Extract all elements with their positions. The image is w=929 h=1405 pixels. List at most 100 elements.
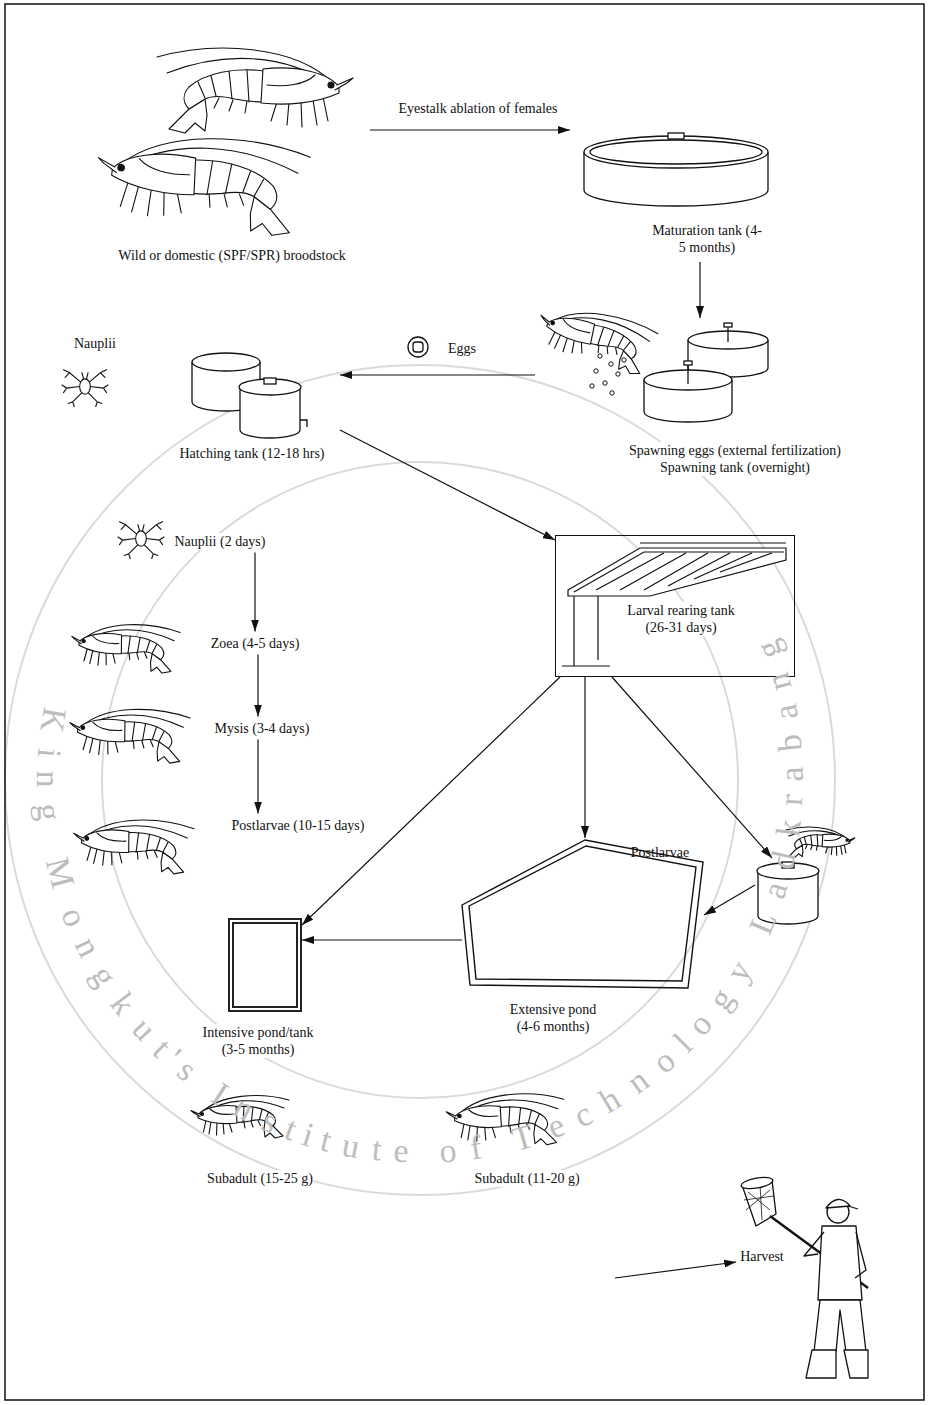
watermark-letter: y xyxy=(720,955,758,987)
pond-outline xyxy=(462,838,704,990)
watermark-letter: h xyxy=(594,1081,626,1119)
caption-text: Maturation tank (4-5 months) xyxy=(651,222,763,256)
watermark-letter: n xyxy=(31,770,65,787)
watermark-letter: n xyxy=(621,1063,655,1101)
broodstock-shrimp xyxy=(92,48,353,238)
caption-text: Spawning eggs (external fertilization) xyxy=(629,442,841,459)
edge-label-holder: Eyestalk ablation of females xyxy=(397,100,560,117)
watermark-letter xyxy=(35,830,70,844)
watermark-letter: a xyxy=(757,878,794,903)
connectors xyxy=(255,130,772,1278)
watermark-letter: g xyxy=(702,982,740,1016)
watermark-letter: e xyxy=(543,1108,569,1145)
text-group: Intensive pond/tank (3-5 months) xyxy=(196,1024,320,1058)
stage-text: Harvest xyxy=(740,1248,784,1265)
flow-arrow xyxy=(704,885,755,915)
harvester-figure xyxy=(740,1175,868,1378)
watermark-letter: a xyxy=(775,766,809,782)
watermark-letter: n xyxy=(760,669,797,694)
watermark-letter xyxy=(419,1135,428,1169)
stage-label-holder: Nauplii xyxy=(72,335,118,352)
flow-arrow xyxy=(340,374,535,375)
watermark-letter: n xyxy=(69,932,107,962)
watermark-letter: g xyxy=(85,960,123,992)
watermark-letter: e xyxy=(392,1134,409,1169)
edge-label: Eggs xyxy=(446,340,478,357)
watermark-letter xyxy=(487,1127,502,1162)
stage-label: Zoea (4-5 days) xyxy=(208,632,303,655)
watermark-letter: k xyxy=(771,817,807,838)
flow-arrow xyxy=(257,740,258,814)
watermark-letter: i xyxy=(299,1117,318,1152)
text-group: Nauplii (2 days) xyxy=(174,533,265,550)
flow-arrow xyxy=(370,129,570,130)
watermark-letter: o xyxy=(55,903,93,931)
caption-text: Extensive pond (4-6 months) xyxy=(503,1001,603,1035)
maturation-tank: Maturation tank (4-5 months) xyxy=(570,118,790,262)
watermark-letter: l xyxy=(667,1028,698,1059)
text-group: Wild or domestic (SPF/SPR) broodstock xyxy=(118,247,345,264)
watermark-letter: n xyxy=(228,1089,259,1127)
flow-arrow xyxy=(302,939,462,940)
hatching-tank: Hatching tank (12-18 hrs) xyxy=(168,338,340,468)
text-group: Zoea (4-5 days) xyxy=(211,635,300,652)
flow-arrow xyxy=(254,553,255,632)
watermark-letter: o xyxy=(646,1042,681,1079)
watermark-letter: M xyxy=(40,854,80,892)
hatching-tank-drawing xyxy=(192,353,307,438)
stage-label: Postlarvae (10-15 days) xyxy=(229,814,368,837)
stage-label: Nauplii xyxy=(72,335,118,352)
egg-icon xyxy=(408,337,428,357)
watermark-letter: c xyxy=(568,1096,596,1133)
edge-label: Eyestalk ablation of females xyxy=(397,100,560,117)
watermark-letter: o xyxy=(682,1007,719,1042)
watermark-letter: k xyxy=(104,987,141,1021)
watermark-letter: I xyxy=(206,1076,234,1111)
stage-label: Mysis (3-4 days) xyxy=(212,717,313,740)
tank-label: Larval rearing tank (26-31 days) xyxy=(619,602,744,636)
text-group: Extensive pond (4-6 months) xyxy=(503,1001,603,1035)
stage-text: Postlarvae (10-15 days) xyxy=(232,817,365,834)
intensive-pond: Intensive pond/tank (3-5 months) xyxy=(228,918,302,1012)
watermark-letter: d xyxy=(765,848,802,872)
watermark-letter xyxy=(734,938,768,961)
caption-text: Subadult (15-25 g) xyxy=(207,1170,313,1187)
stage-text: Zoea (4-5 days) xyxy=(211,635,300,652)
text-group: Spawning eggs (external fertilization)Sp… xyxy=(629,442,841,476)
pond-edge xyxy=(469,846,696,981)
flow-arrow xyxy=(612,677,772,858)
text-group: Harvest xyxy=(740,1248,784,1265)
text-group: Postlarvae (10-15 days) xyxy=(232,817,365,834)
flow-arrow xyxy=(257,655,258,717)
watermark-letter: L xyxy=(744,907,783,939)
watermark-letter: s xyxy=(258,1102,284,1138)
spawning-drawing xyxy=(532,298,768,422)
text-group: Maturation tank (4-5 months) xyxy=(651,222,763,256)
subadult-figure: Subadult (15-25 g) xyxy=(180,1082,340,1192)
flow-arrow xyxy=(584,677,585,838)
watermark: King Mongkut's Institute of Technology L… xyxy=(18,378,822,1182)
watermark-letter: K xyxy=(34,705,72,735)
caption-text: Hatching tank (12-18 hrs) xyxy=(179,445,324,462)
watermark-letter: i xyxy=(32,747,67,759)
nauplius-icon xyxy=(62,370,164,559)
caption-text: Intensive pond/tank (3-5 months) xyxy=(196,1024,320,1058)
flow-arrow xyxy=(302,677,560,925)
watermark-letter: u xyxy=(125,1011,162,1046)
text-group: Mysis (3-4 days) xyxy=(215,720,310,737)
watermark-letter: b xyxy=(772,733,808,753)
text-group: Subadult (11-20 g) xyxy=(474,1170,579,1187)
frame xyxy=(5,4,924,1400)
watermark-letter: u xyxy=(340,1127,363,1164)
watermark-letter: t xyxy=(370,1132,383,1167)
watermark-letter: g xyxy=(750,636,788,664)
stage-label: Nauplii (2 days) xyxy=(172,530,269,553)
caption-text: Subadult (11-20 g) xyxy=(474,1170,579,1187)
caption-text: Wild or domestic (SPF/SPR) broodstock xyxy=(118,247,345,264)
text-group: Subadult (15-25 g) xyxy=(207,1170,313,1187)
text-group: Larval rearing tank (26-31 days) xyxy=(619,602,744,636)
stage-text: Mysis (3-4 days) xyxy=(215,720,310,737)
pond-edge xyxy=(462,840,703,988)
